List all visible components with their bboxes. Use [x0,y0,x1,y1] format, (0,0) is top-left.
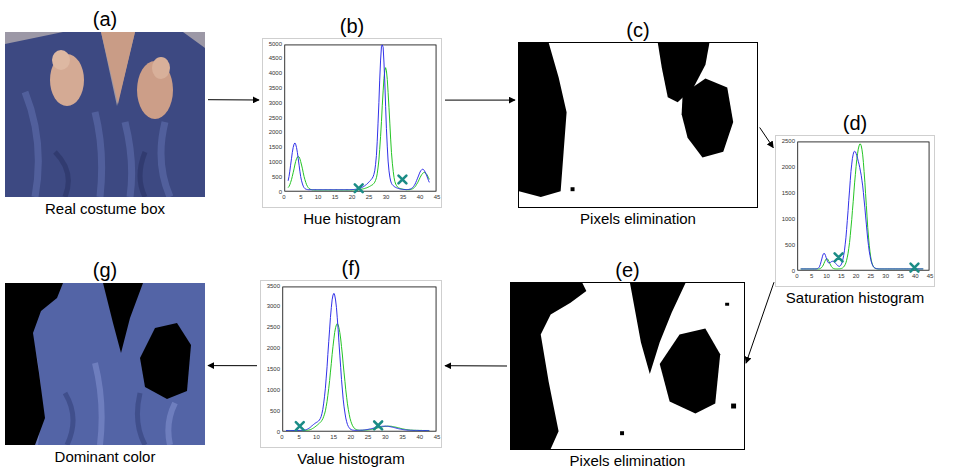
threshold-mark [296,422,304,430]
flow-arrow [208,99,259,100]
axis-tick-label: 4000 [269,70,282,77]
panel-letter: (a) [93,8,117,30]
axis-tick-label: 45 [434,434,441,441]
flow-arrow [445,100,515,101]
axis-tick-label: 25 [868,273,875,280]
panel-illustration [261,281,441,447]
axis-tick-label: 10 [823,273,830,280]
panel-caption: Real costume box [45,200,165,217]
panel-box: (b)Hue histogram [262,38,442,208]
panel-letter: (d) [843,112,867,134]
axis-tick-label: 2500 [267,324,280,331]
axis-tick-label: 5 [810,273,813,280]
axis-tick-label: 15 [838,273,845,280]
axis-tick-label: 30 [382,434,389,441]
axis-tick-label: 4500 [269,55,282,62]
axis-tick-label: 15 [332,194,339,201]
axis-tick-label: 1000 [782,216,795,223]
axis-tick-label: 1000 [267,387,280,394]
axis-tick-label: 500 [272,174,282,181]
threshold-mark [355,184,363,192]
panel-illustration [5,32,205,197]
axis-tick-label: 35 [400,194,407,201]
axis-tick-label: 0 [282,194,285,201]
axis-tick-label: 15 [330,434,337,441]
flow-arrow [760,128,774,148]
axis-tick-label: 2000 [267,345,280,352]
axis-tick-label: 30 [882,273,889,280]
panel-letter: (f) [342,257,361,279]
axis-tick-label: 1500 [269,144,282,151]
axis-tick-label: 0 [795,273,798,280]
panel-illustration [5,283,205,445]
axis-tick-label: 35 [897,273,904,280]
panel-box: (a)Real costume box [5,32,205,197]
axis-tick-label: 10 [313,434,320,441]
axis-tick-label: 5 [298,434,301,441]
flow-arrow [208,365,257,366]
axis-tick-label: 1000 [269,159,282,166]
axis-tick-label: 5000 [269,41,282,48]
axis-tick-label: 2000 [782,164,795,171]
panel-letter: (g) [93,259,117,281]
threshold-mark [398,176,406,184]
panel-illustration [263,39,441,207]
panel-caption: Saturation histogram [786,289,924,306]
axis-tick-label: 20 [349,194,356,201]
flow-arrow [445,365,507,366]
panel-caption: Pixels elimination [570,452,686,469]
panel-illustration [776,136,934,286]
panel-letter: (b) [340,15,364,37]
axis-tick-label: 5 [299,194,302,201]
axis-tick-label: 20 [853,273,860,280]
panel-caption: Dominant color [55,448,156,465]
axis-tick-label: 40 [912,273,919,280]
panel-caption: Pixels elimination [580,210,696,227]
panel-caption: Value histogram [297,450,404,467]
panel-letter: (c) [626,19,649,41]
flow-arrow [746,282,774,363]
axis-tick-label: 40 [416,434,423,441]
axis-tick-label: 25 [366,194,373,201]
axis-tick-label: 25 [365,434,372,441]
panel-box: (d)Saturation histogram [775,135,935,287]
panel-box: (f)Value histogram [260,280,442,448]
axis-tick-label: 2500 [782,138,795,145]
axis-tick-label: 0 [792,268,795,275]
panel-illustration [519,43,757,207]
axis-tick-label: 0 [279,189,282,196]
threshold-mark [911,264,919,272]
axis-tick-label: 500 [785,242,795,249]
axis-tick-label: 0 [280,434,283,441]
panel-box: (e)Pixels elimination [510,282,745,450]
axis-tick-label: 3000 [269,100,282,107]
panel-caption: Hue histogram [303,210,401,227]
axis-tick-label: 45 [927,273,934,280]
axis-tick-label: 3500 [267,283,280,290]
axis-tick-label: 35 [399,434,406,441]
axis-tick-label: 30 [383,194,390,201]
axis-tick-label: 40 [417,194,424,201]
threshold-mark [374,421,382,429]
panel-letter: (e) [615,259,639,281]
threshold-mark [835,253,843,261]
axis-tick-label: 3000 [267,303,280,310]
axis-tick-label: 0 [277,429,280,436]
axis-tick-label: 10 [315,194,322,201]
panel-box: (g)Dominant color [5,283,205,445]
panel-box: (c)Pixels elimination [518,42,758,208]
axis-tick-label: 1500 [782,190,795,197]
panel-illustration [511,283,744,449]
axis-tick-label: 2500 [269,115,282,122]
axis-tick-label: 500 [270,408,280,415]
axis-tick-label: 2000 [269,129,282,136]
axis-tick-label: 20 [348,434,355,441]
axis-tick-label: 1500 [267,366,280,373]
axis-tick-label: 45 [434,194,441,201]
axis-tick-label: 3500 [269,85,282,92]
